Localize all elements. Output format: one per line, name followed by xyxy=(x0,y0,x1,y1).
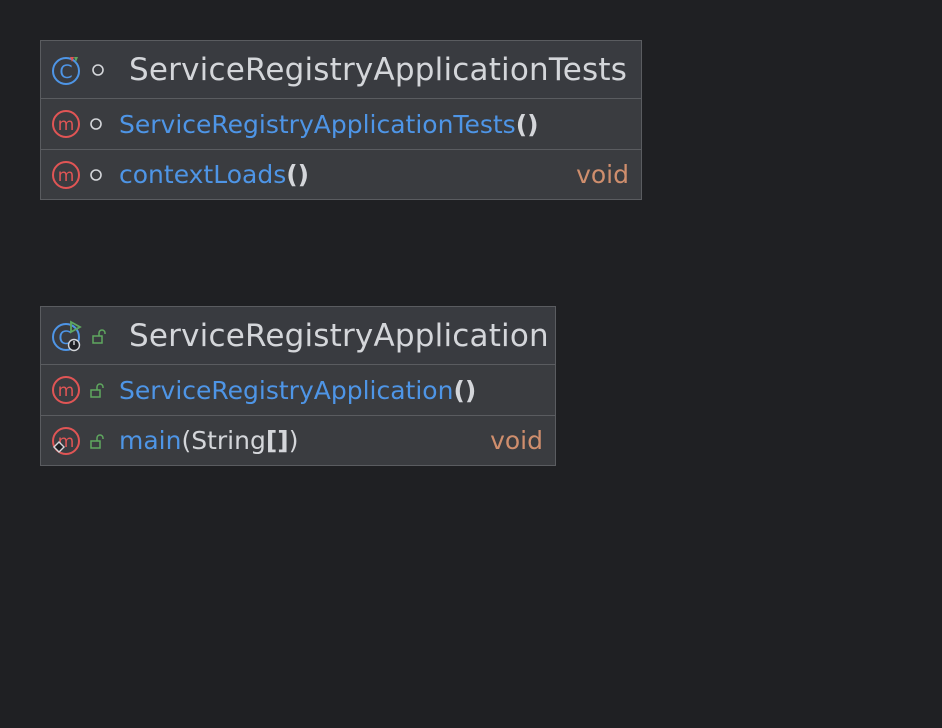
method-icon: m xyxy=(51,375,81,405)
method-icon: m xyxy=(51,109,81,139)
runnable-spring-class-icon: C xyxy=(51,319,83,352)
member-name: ServiceRegistryApplicationTests xyxy=(119,109,516,139)
params-type: String xyxy=(191,426,266,455)
class-header[interactable]: C ServiceRegistryApplicationTests xyxy=(41,41,641,99)
svg-text:m: m xyxy=(58,166,75,186)
member-return-type: void xyxy=(490,426,543,455)
package-private-icon xyxy=(91,63,115,77)
package-private-icon xyxy=(89,117,113,131)
class-node-service-registry-application-tests[interactable]: C ServiceRegistryApplicationTests m xyxy=(40,40,642,200)
static-method-icon: m xyxy=(51,426,81,456)
public-lock-icon xyxy=(89,382,113,398)
public-lock-icon xyxy=(89,433,113,449)
params-close: ) xyxy=(288,426,299,455)
member-name: main xyxy=(119,426,182,455)
params-text: () xyxy=(515,109,539,139)
params-text: () xyxy=(286,160,310,189)
member-params: (String[]) xyxy=(181,426,298,455)
method-icon: m xyxy=(51,160,81,190)
member-row[interactable]: m main (String[]) void xyxy=(41,415,555,465)
package-private-icon xyxy=(89,168,113,182)
member-return-type: void xyxy=(576,160,629,189)
class-title: ServiceRegistryApplication xyxy=(129,317,549,354)
public-lock-icon xyxy=(91,328,115,344)
svg-text:m: m xyxy=(58,115,75,135)
member-params: () xyxy=(453,376,476,405)
svg-text:m: m xyxy=(58,381,75,401)
params-array-brackets: [] xyxy=(265,426,289,455)
class-title: ServiceRegistryApplicationTests xyxy=(129,51,628,88)
params-open: ( xyxy=(181,426,192,455)
member-row[interactable]: m contextLoads () void xyxy=(41,149,641,199)
member-row[interactable]: m ServiceRegistryApplicationTests () xyxy=(41,99,641,149)
class-header[interactable]: C ServiceRegistryApplication xyxy=(41,307,555,365)
class-node-service-registry-application[interactable]: C ServiceRegistryApplication m xyxy=(40,306,556,466)
member-row[interactable]: m ServiceRegistryApplication () xyxy=(41,365,555,415)
member-params: () xyxy=(286,160,309,189)
member-params: () xyxy=(516,110,539,139)
svg-text:C: C xyxy=(59,61,72,83)
member-name: ServiceRegistryApplication xyxy=(119,375,454,405)
params-text: () xyxy=(453,375,477,405)
member-name: contextLoads xyxy=(119,160,287,189)
test-class-icon: C xyxy=(51,54,83,86)
